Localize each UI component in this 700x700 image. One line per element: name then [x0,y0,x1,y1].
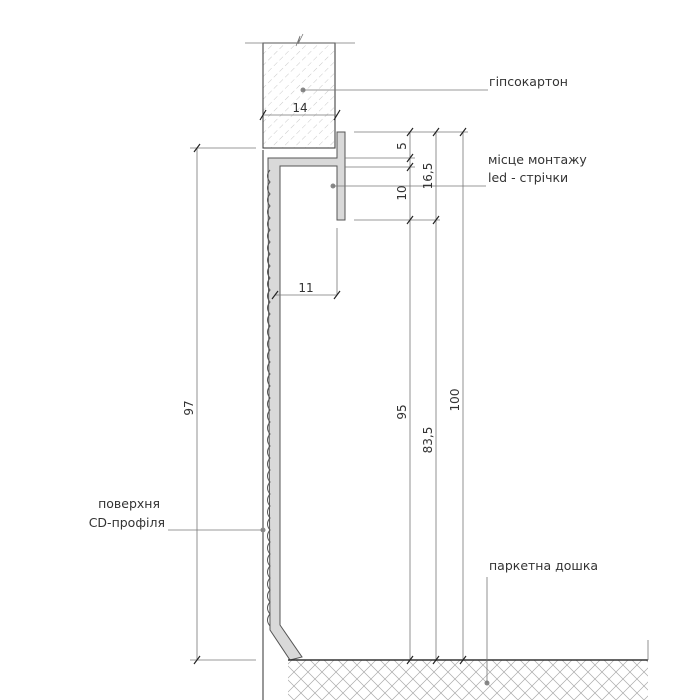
label-cd-profile-1: поверхня [98,496,160,511]
label-cd-profile-2: CD-профіля [89,515,165,530]
dim-profile-depth: 11 [298,281,313,295]
dim-95: 95 [395,404,409,419]
skirting-profile [267,131,346,661]
dim-drywall: 14 [292,101,307,115]
label-led-mount-2: led - стрічки [488,170,568,185]
dim-100: 100 [448,389,462,412]
dimension-lines [190,109,468,665]
label-drywall: гіпсокартон [489,74,568,89]
label-parquet: паркетна дошка [489,558,598,573]
drywall [245,33,488,149]
dim-flange-top: 5 [395,142,409,150]
break-symbol-icon [295,33,304,47]
dim-flange-height: 10 [395,185,409,200]
dim-83-5: 83,5 [421,427,435,454]
dim-profile-height: 97 [182,400,196,415]
parquet-floor [190,577,649,700]
dim-flange-total: 16,5 [421,163,435,190]
label-led-mount-1: місце монтажу [488,152,587,167]
